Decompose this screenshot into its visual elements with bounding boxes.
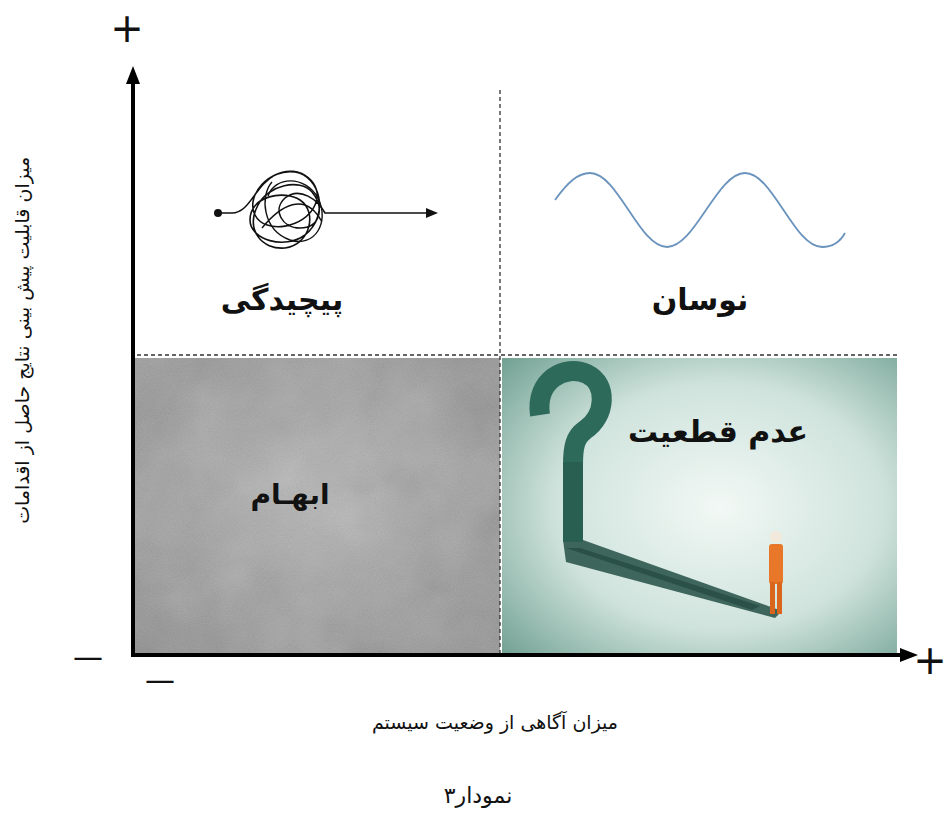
- label-holder: +: [110, 4, 144, 52]
- quadrant-region: ابهـام: [133, 358, 500, 655]
- y-axis: [131, 80, 135, 657]
- concrete-texture: [133, 358, 500, 655]
- quadrant-region: پیچیدگی: [137, 90, 500, 352]
- tangle-icon: [214, 171, 438, 248]
- quadrant-label: ابهـام: [250, 478, 329, 512]
- y-axis-title: میزان قابلیت پیش بینی نتایج حاصل از اقدا…: [11, 157, 34, 524]
- label-holder: میزان قابلیت پیش بینی نتایج حاصل از اقدا…: [11, 157, 34, 524]
- question-shadow: [563, 540, 782, 618]
- quadrant-region: نوسان: [502, 90, 897, 352]
- x-axis: [131, 653, 905, 657]
- label-holder: —: [73, 639, 103, 675]
- quadrant-label: عدم قطعیت: [628, 414, 808, 450]
- quadrant-label: نوسان: [652, 282, 748, 318]
- quadrant-region: عدم قطعیت: [502, 358, 897, 655]
- question-mark: [539, 371, 601, 465]
- sine-wave: [555, 173, 845, 247]
- axis-minus-sign: —: [145, 662, 175, 698]
- label-holder: میزان آگاهی از وضعیت سیستم: [372, 711, 618, 734]
- person-figure: [769, 531, 783, 614]
- axis-plus-sign: +: [110, 4, 144, 52]
- quadrant-label: پیچیدگی: [221, 282, 344, 318]
- question-shadow-core: [566, 548, 760, 610]
- axis-minus-sign: —: [73, 639, 103, 675]
- horizontal-divider: [137, 354, 897, 355]
- figure-caption: نمودار۳: [444, 783, 513, 809]
- label-holder: —: [145, 662, 175, 698]
- label-holder: +: [913, 636, 947, 684]
- concrete-panel: [133, 358, 500, 655]
- x-axis-title: میزان آگاهی از وضعیت سیستم: [372, 711, 618, 734]
- concrete-grain: [133, 358, 500, 655]
- axis-plus-sign: +: [913, 636, 947, 684]
- question-stem: [563, 462, 583, 542]
- uncertainty-panel: [502, 358, 897, 655]
- y-axis-arrowhead: [126, 66, 140, 84]
- caption-holder: نمودار۳: [444, 783, 513, 809]
- vertical-divider: [499, 90, 500, 655]
